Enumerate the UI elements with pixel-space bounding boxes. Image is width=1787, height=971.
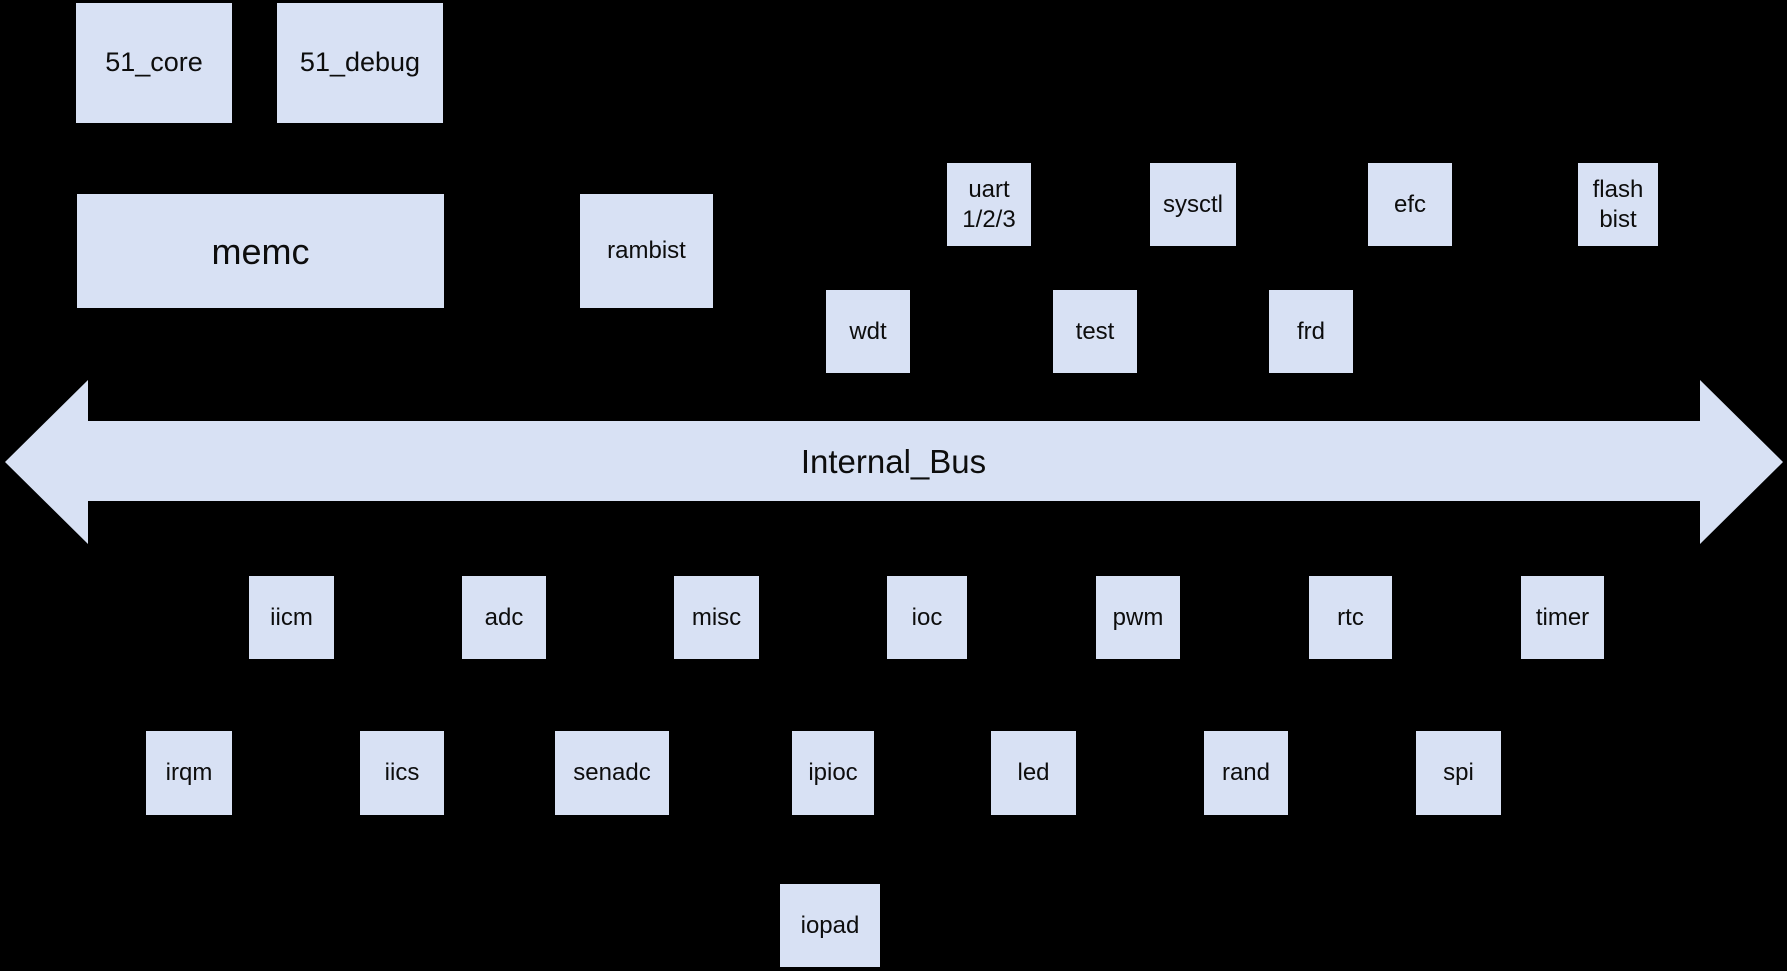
block-label: rand bbox=[1221, 759, 1271, 786]
block-label: sysctl bbox=[1163, 190, 1223, 218]
block-label: uart 1/2/3 bbox=[962, 175, 1016, 233]
block-label: rtc bbox=[1337, 603, 1364, 631]
block-label: 51_debug bbox=[299, 47, 421, 78]
block-label: 51_core bbox=[105, 47, 203, 78]
block-label: test bbox=[1075, 317, 1115, 345]
block-sysctl: sysctl bbox=[1150, 163, 1236, 246]
block-rtc: rtc bbox=[1309, 576, 1392, 659]
block-label: led bbox=[1017, 759, 1050, 786]
block-memc: memc bbox=[77, 194, 444, 308]
block-label: iics bbox=[384, 759, 420, 786]
block-label: iopad bbox=[800, 911, 860, 939]
block-51-debug: 51_debug bbox=[277, 3, 443, 123]
block-label: wdt bbox=[849, 317, 887, 345]
block-label: timer bbox=[1535, 603, 1590, 631]
block-senadc: senadc bbox=[555, 731, 669, 815]
block-label: flash bist bbox=[1592, 175, 1644, 233]
internal-bus-arrow-shape bbox=[5, 380, 1783, 544]
internal-bus-label: Internal_Bus bbox=[800, 443, 987, 480]
block-label: efc bbox=[1393, 190, 1426, 218]
block-pwm: pwm bbox=[1096, 576, 1180, 659]
block-label: ioc bbox=[911, 603, 943, 631]
block-ipioc: ipioc bbox=[792, 731, 874, 815]
block-label: adc bbox=[484, 603, 524, 631]
block-label: senadc bbox=[573, 759, 651, 786]
block-efc: efc bbox=[1368, 163, 1452, 246]
block-misc: misc bbox=[674, 576, 759, 659]
block-iicm: iicm bbox=[249, 576, 334, 659]
block-adc: adc bbox=[462, 576, 546, 659]
block-iopad: iopad bbox=[780, 884, 880, 967]
block-label: irqm bbox=[165, 759, 213, 786]
block-uart123: uart 1/2/3 bbox=[947, 163, 1031, 246]
block-irqm: irqm bbox=[146, 731, 232, 815]
block-spi: spi bbox=[1416, 731, 1501, 815]
block-51-core: 51_core bbox=[76, 3, 232, 123]
block-label: memc bbox=[211, 230, 310, 272]
block-label: ipioc bbox=[808, 759, 858, 786]
block-label: spi bbox=[1443, 759, 1474, 786]
block-timer: timer bbox=[1521, 576, 1604, 659]
block-rambist: rambist bbox=[580, 194, 713, 308]
block-label: frd bbox=[1296, 317, 1325, 345]
block-wdt: wdt bbox=[826, 290, 910, 373]
block-ioc: ioc bbox=[887, 576, 967, 659]
block-rand: rand bbox=[1204, 731, 1288, 815]
block-test: test bbox=[1053, 290, 1137, 373]
block-label: iicm bbox=[270, 603, 313, 631]
block-label: misc bbox=[691, 603, 742, 631]
block-label: rambist bbox=[607, 237, 686, 264]
block-flash-bist: flash bist bbox=[1578, 163, 1658, 246]
block-label: pwm bbox=[1112, 603, 1164, 631]
block-iics: iics bbox=[360, 731, 444, 815]
block-frd: frd bbox=[1269, 290, 1353, 373]
block-led: led bbox=[991, 731, 1076, 815]
